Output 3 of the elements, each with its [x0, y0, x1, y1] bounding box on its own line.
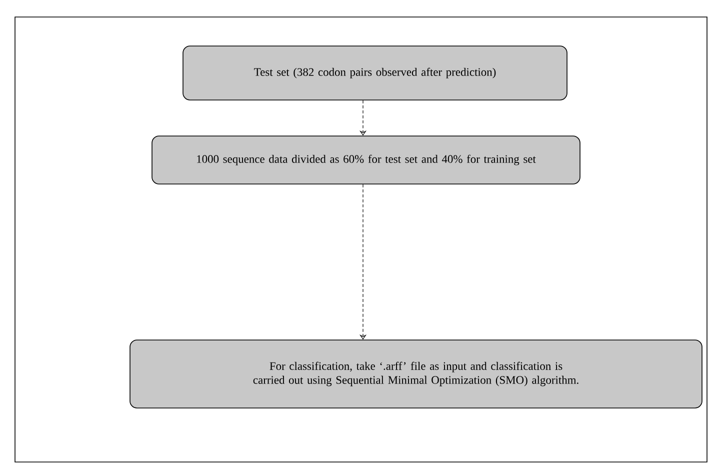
process-box: For classification, take ‘.arff’ file as input and classification is carried out using Sequential Minimal Optimization (SMO) algorithm. — [130, 340, 702, 408]
process-box: Test set (382 codon pairs observed after prediction) — [182, 46, 568, 100]
process-box: 1000 sequence data divided as 60% for test set and 40% for training set — [152, 136, 580, 184]
